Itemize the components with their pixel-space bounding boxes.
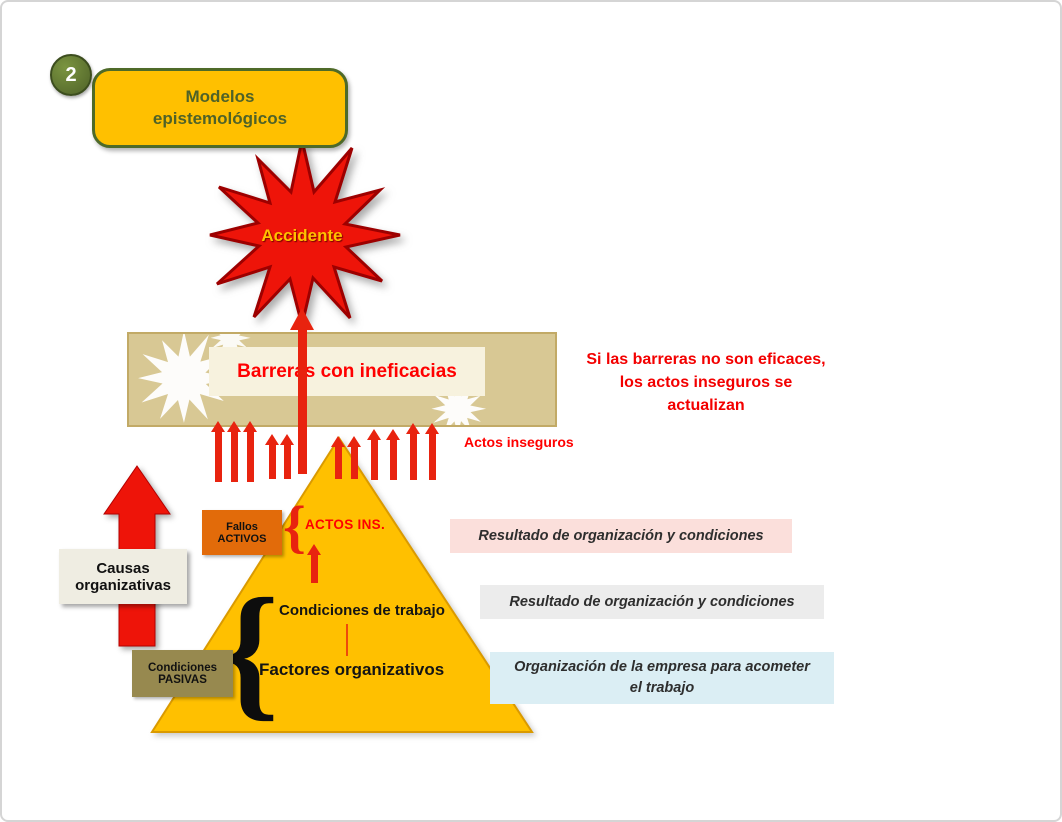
red-brace-icon: { <box>283 494 306 559</box>
barriers-band: Barreras con ineficacias <box>127 332 557 427</box>
barriers-inner-box: Barreras con ineficacias <box>209 347 485 396</box>
up-arrow-icon <box>347 436 361 479</box>
white-starburst-icon <box>138 334 487 425</box>
unsafe-acts-short-label: ACTOS INS. <box>305 517 386 532</box>
connector-line <box>346 624 348 656</box>
accident-label: Accidente <box>261 226 343 245</box>
up-arrow-icon <box>227 421 241 482</box>
up-arrow-icon <box>307 544 321 583</box>
up-arrow-icon <box>280 434 294 479</box>
pyramid-shape <box>150 436 534 733</box>
annotation-box-result-1: Resultado de organización y condiciones <box>450 519 792 553</box>
up-arrow-icon <box>367 429 381 480</box>
up-arrow-icon <box>425 423 439 480</box>
up-arrow-icon <box>331 436 345 479</box>
slide-title-line1: Modelos <box>185 87 255 106</box>
active-failures-line1: Fallos <box>226 520 258 533</box>
work-conditions-label: Condiciones de trabajo <box>279 602 445 619</box>
side-note-text: Si las barreras no son eficaces, los act… <box>586 351 826 415</box>
passive-conditions-line2: PASIVAS <box>158 673 207 686</box>
passive-conditions-label: Condiciones PASIVAS <box>132 650 233 697</box>
passive-conditions-line1: Condiciones <box>147 661 217 674</box>
up-arrow-icon <box>243 421 257 482</box>
up-arrow-icon <box>265 434 279 479</box>
slide-number-badge: 2 <box>50 54 92 96</box>
barriers-label: Barreras con ineficacias <box>237 360 457 382</box>
organizational-causes-line2: organizativas <box>75 576 171 594</box>
up-arrow-icon <box>406 423 420 480</box>
up-arrow-icon <box>211 421 225 482</box>
slide-title-line2: epistemológicos <box>152 109 288 128</box>
active-failures-label: Fallos ACTIVOS <box>202 510 282 555</box>
organizational-factors-label: Factores organizativos <box>259 660 445 679</box>
central-up-arrow-icon <box>290 308 314 474</box>
organizational-causes-label: Causas organizativas <box>59 549 187 604</box>
active-failures-line2: ACTIVOS <box>217 532 267 545</box>
unsafe-acts-label: Actos inseguros <box>464 434 574 450</box>
up-arrow-icon <box>386 429 400 480</box>
slide-title-box: Modelos epistemológicos <box>92 68 348 148</box>
annotation-box-organization: Organización de la empresa para acometer… <box>490 652 834 704</box>
annotation-box-result-2: Resultado de organización y condiciones <box>480 585 824 619</box>
organizational-causes-line1: Causas <box>96 559 150 577</box>
